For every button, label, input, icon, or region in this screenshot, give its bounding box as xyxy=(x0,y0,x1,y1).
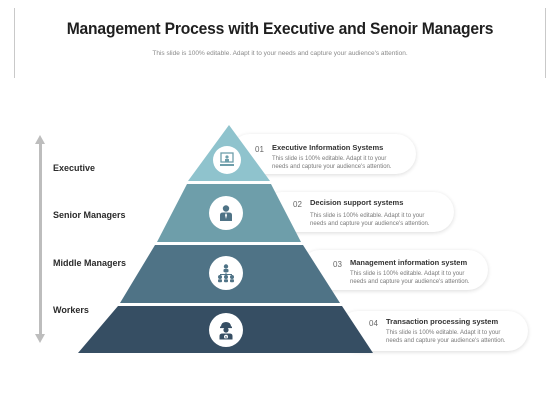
team-icon xyxy=(209,256,243,290)
arrow-down-icon xyxy=(35,334,45,343)
item-4-body: This slide is 100% editable. Adapt it to… xyxy=(386,330,506,344)
item-4-pill xyxy=(338,311,528,351)
item-1-number: 01 xyxy=(255,145,264,154)
item-1-pill xyxy=(230,134,416,174)
frame-left-line xyxy=(14,8,15,78)
item-4-number: 04 xyxy=(369,319,378,328)
item-1-heading: Executive Information Systems xyxy=(272,143,384,152)
item-2-body: This slide is 100% editable. Adapt it to… xyxy=(310,213,430,227)
item-3-number: 03 xyxy=(333,260,342,269)
item-2-heading: Decision support systems xyxy=(310,198,404,207)
item-3-body: This slide is 100% editable. Adapt it to… xyxy=(350,271,470,285)
slide-title: Management Process with Executive and Se… xyxy=(66,19,494,38)
level-label-executive: Executive xyxy=(53,163,96,173)
worker-icon: $ xyxy=(209,313,243,347)
item-4-heading: Transaction processing system xyxy=(386,317,499,326)
manager-icon xyxy=(209,196,243,230)
item-1-body: This slide is 100% editable. Adapt it to… xyxy=(272,156,392,170)
level-label-workers: Workers xyxy=(53,305,89,315)
svg-text:$: $ xyxy=(225,335,227,339)
level-label-senior-managers: Senior Managers xyxy=(53,210,126,220)
item-2-pill xyxy=(262,192,454,232)
level-label-middle-managers: Middle Managers xyxy=(53,258,127,268)
hierarchy-arrow-line xyxy=(39,142,42,336)
item-3-heading: Management information system xyxy=(350,258,468,267)
slide-subtitle: This slide is 100% editable. Adapt it to… xyxy=(152,50,408,57)
arrow-up-icon xyxy=(35,135,45,144)
presentation-icon xyxy=(213,146,241,174)
frame-right-line xyxy=(545,8,546,78)
item-3-pill xyxy=(300,250,488,290)
item-2-number: 02 xyxy=(293,200,302,209)
